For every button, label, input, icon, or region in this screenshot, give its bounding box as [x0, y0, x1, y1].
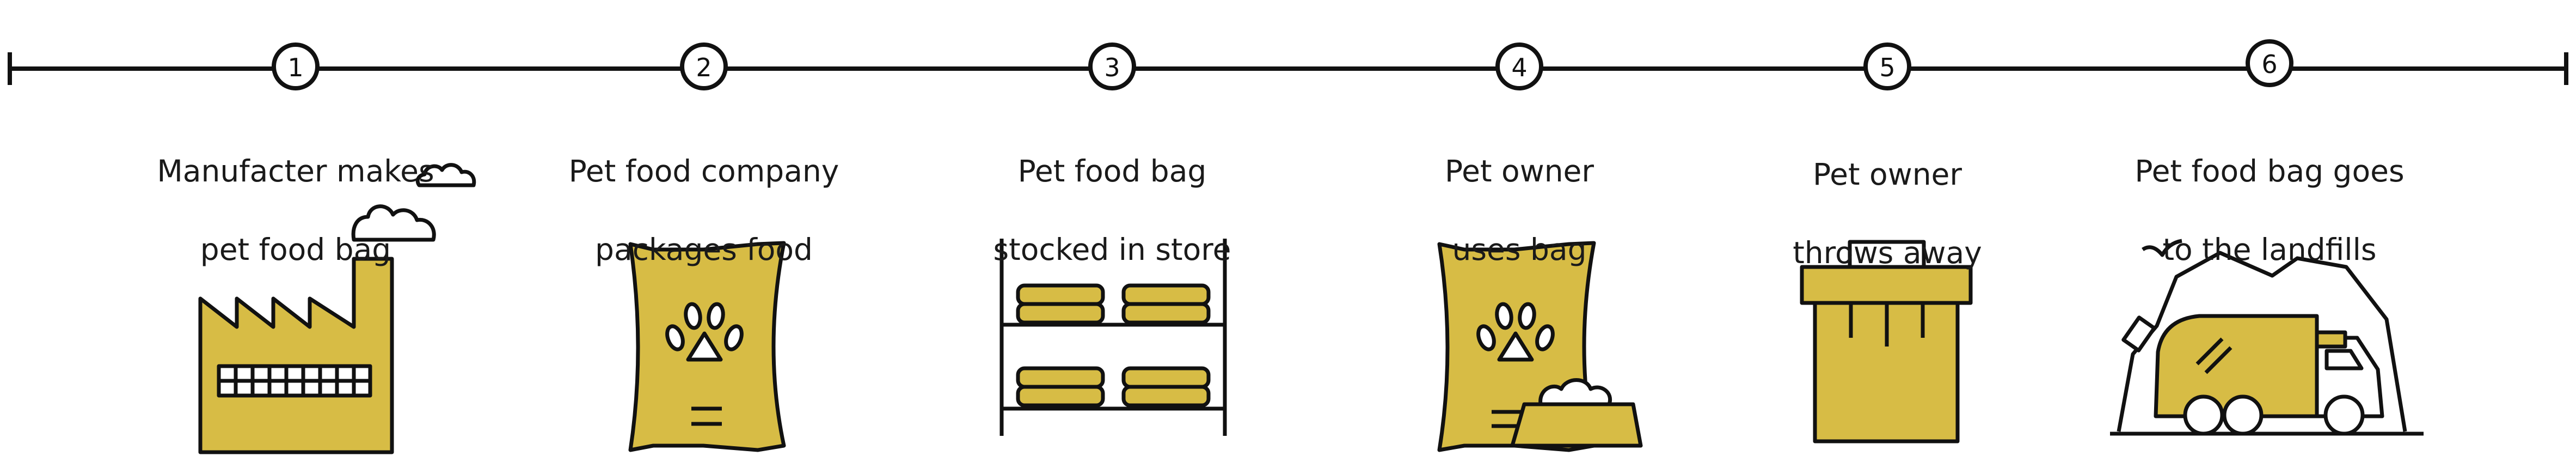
step-label-4: Pet owner uses bag — [1312, 112, 1726, 308]
step-marker-3: 3 — [1088, 42, 1136, 90]
step-marker-5: 5 — [1863, 42, 1911, 90]
garbage-truck-icon — [2154, 314, 2319, 418]
step-marker-6: 6 — [2246, 39, 2293, 87]
step-number-4: 4 — [1511, 53, 1527, 82]
step-6-line-2: to the landfills — [2162, 232, 2377, 267]
step-1-line-2: pet food bag — [200, 232, 391, 267]
step-4-line-1: Pet owner — [1444, 154, 1594, 189]
step-4-line-2: uses bag — [1452, 232, 1587, 267]
step-6-line-1: Pet food bag goes — [2135, 154, 2405, 189]
pet-bowl-icon — [1510, 402, 1643, 448]
small-cloud-icon — [415, 163, 476, 187]
step-2-line-1: Pet food company — [568, 154, 839, 189]
pet-food-bag-icon — [628, 241, 786, 452]
timeline — [8, 52, 2568, 85]
step-label-1: Manufacter makes pet food bag — [89, 112, 502, 308]
paw-print-icon — [665, 302, 744, 362]
step-marker-4: 4 — [1495, 42, 1543, 90]
step-5-line-1: Pet owner — [1812, 157, 1962, 192]
paw-print-icon — [1476, 302, 1555, 362]
step-number-6: 6 — [2261, 50, 2277, 79]
factory-icon — [198, 163, 476, 454]
food-pile-icon — [1538, 378, 1612, 406]
step-1-line-1: Manufacter makes — [157, 154, 434, 189]
trash-can-icon — [1800, 240, 1973, 443]
store-shelf-icon — [999, 239, 1227, 436]
step-2-line-2: packages food — [595, 232, 813, 267]
step-number-3: 3 — [1104, 53, 1120, 82]
step-number-2: 2 — [696, 53, 712, 82]
step-5-line-2: throws away — [1793, 235, 1982, 270]
shelved-bags — [1016, 283, 1211, 408]
debris-icon — [2121, 315, 2156, 353]
step-number-5: 5 — [1879, 53, 1895, 82]
step-3-line-1: Pet food bag — [1017, 154, 1207, 189]
step-3-line-2: stocked in store — [993, 232, 1231, 267]
step-marker-1: 1 — [272, 42, 320, 90]
smoke-cloud-icon — [351, 204, 436, 242]
bird-icon — [2142, 239, 2182, 257]
step-label-2: Pet food company packages food — [497, 112, 911, 308]
pet-food-bag-with-bowl-icon — [1437, 241, 1643, 452]
landfill-truck-icon — [2110, 239, 2424, 436]
step-label-5: Pet owner throws away — [1680, 116, 2094, 312]
step-marker-2: 2 — [680, 42, 728, 90]
step-label-3: Pet food bag stocked in store — [905, 112, 1319, 308]
step-label-6: Pet food bag goes to the landfills — [2063, 112, 2476, 308]
step-number-1: 1 — [287, 53, 303, 82]
